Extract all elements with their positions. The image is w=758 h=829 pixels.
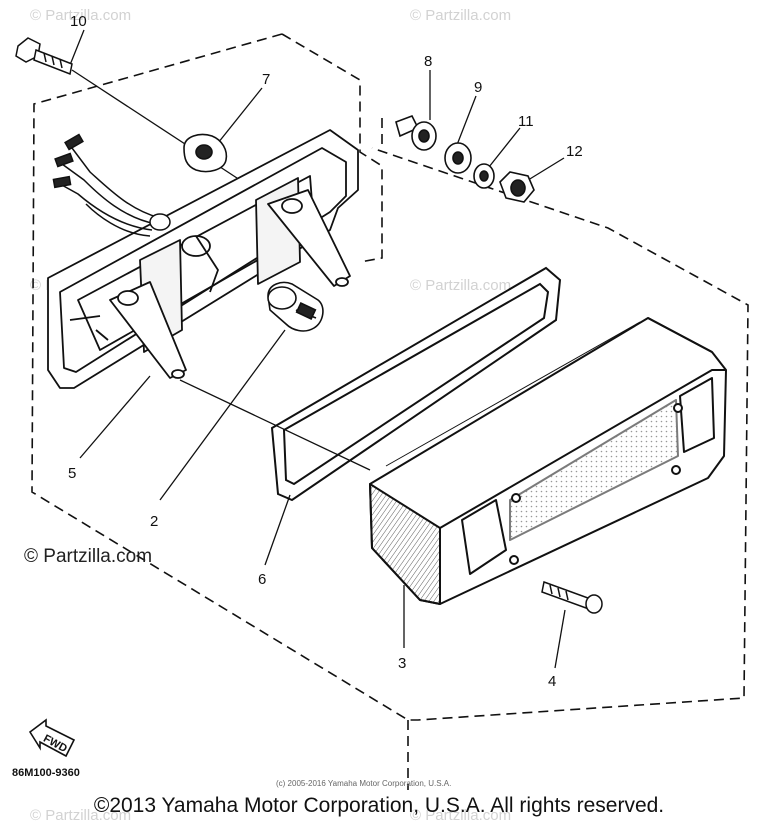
part-number-label: 12	[566, 143, 583, 160]
watermark-text: © Partzilla.com	[410, 7, 511, 24]
assembly-outline	[31, 33, 749, 790]
copyright-notice: ©2013 Yamaha Motor Corporation, U.S.A. A…	[93, 794, 665, 817]
part-number-label: 2	[150, 513, 158, 530]
background-watermarks: © Partzilla.com © Partzilla.com © Partzi…	[30, 7, 511, 824]
small-copyright: (c) 2005-2016 Yamaha Motor Corporation, …	[276, 779, 451, 788]
part-number-label: 3	[398, 655, 406, 672]
part-labels: 10 7 8 9 11 12 5 2 6 3 4	[68, 13, 583, 690]
grommet-part-7	[183, 133, 228, 173]
base-housing-part	[47, 129, 359, 389]
part-number-label: 11	[518, 113, 534, 130]
watermark-text: © Partzilla.com	[30, 807, 131, 824]
part-number-label: 10	[70, 13, 87, 30]
gasket-part-6	[270, 266, 562, 502]
screw-part-4	[541, 580, 603, 614]
bolt-part-10	[15, 37, 73, 76]
nut-part-12	[499, 171, 535, 203]
part-number-label: 6	[258, 571, 266, 588]
diagram-code: 86M100-9360	[12, 767, 80, 779]
washer-part-9	[444, 142, 472, 174]
lens-part-3	[369, 317, 727, 605]
stud-part-8	[395, 114, 437, 151]
part-number-label: 4	[548, 673, 556, 690]
lock-washer-part-11	[473, 163, 495, 189]
part-number-label: 7	[262, 71, 270, 88]
partzilla-watermark: © Partzilla.com	[24, 546, 152, 567]
fwd-arrow-icon: FWD	[28, 718, 76, 758]
watermark-text: © Partzilla.com	[30, 7, 131, 24]
part-number-label: 5	[68, 465, 76, 482]
part-number-label: 9	[474, 79, 482, 96]
watermark-text: © Partzilla.com	[410, 807, 511, 824]
watermark-text: © Partzilla.com	[410, 277, 511, 294]
wiring-harness	[52, 133, 171, 237]
bulb-part-2	[267, 281, 324, 332]
part-number-label: 8	[424, 53, 432, 70]
